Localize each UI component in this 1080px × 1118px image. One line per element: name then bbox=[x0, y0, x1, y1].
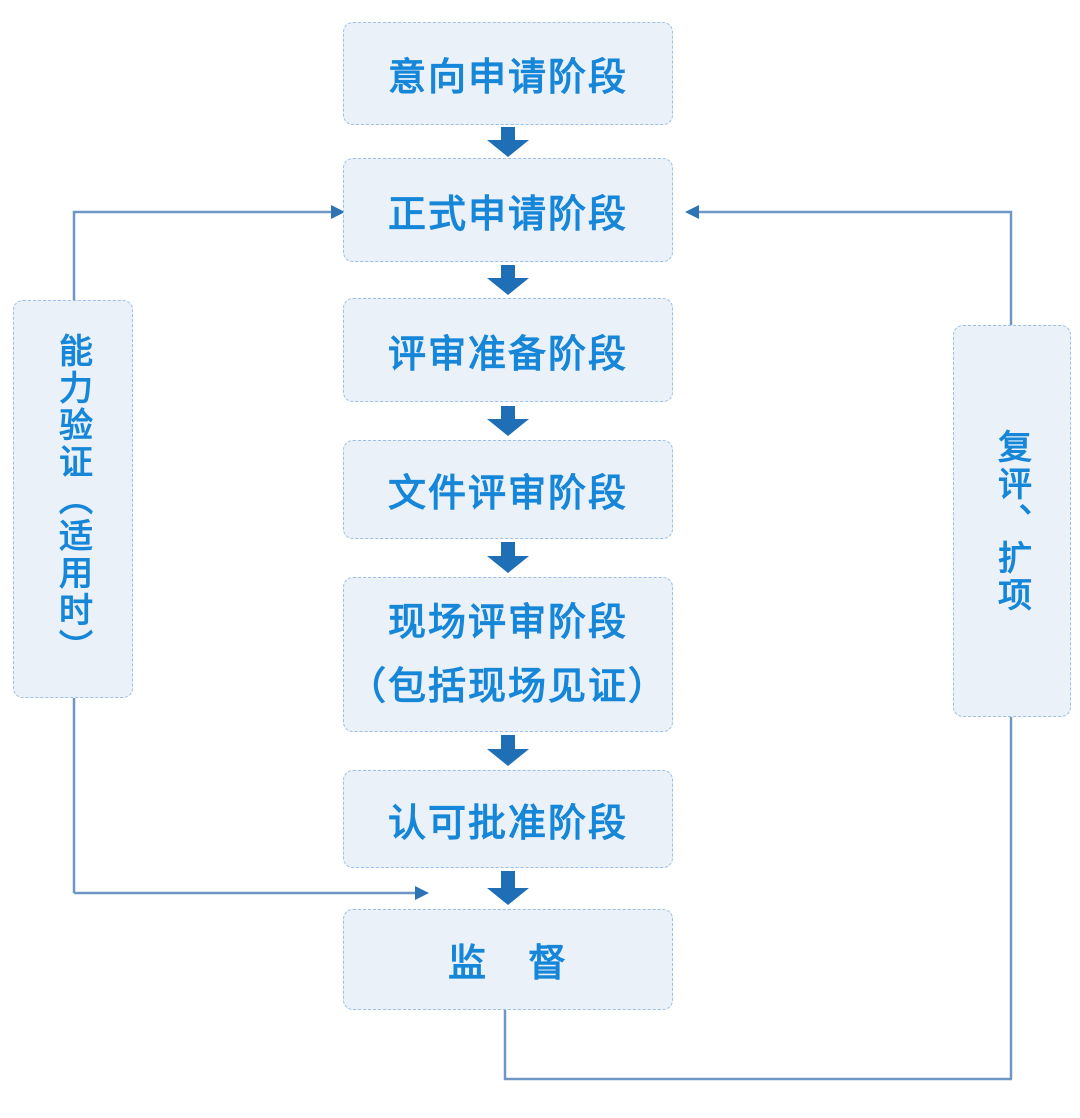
stage-accreditation-approval: 认可批准阶段 bbox=[343, 770, 673, 868]
stage-document-review: 文件评审阶段 bbox=[343, 440, 673, 539]
stage-formal-application: 正式申请阶段 bbox=[343, 158, 673, 262]
down-arrow-3 bbox=[487, 406, 529, 436]
stage-intent-application: 意向申请阶段 bbox=[343, 22, 673, 125]
arrowhead-into-formal-left bbox=[331, 205, 345, 219]
down-arrow-5 bbox=[487, 735, 529, 766]
panel-proficiency-testing: 能力验证（适用时） bbox=[13, 300, 133, 698]
stage-label: 现场评审阶段 bbox=[387, 601, 628, 644]
stage-review-preparation: 评审准备阶段 bbox=[343, 298, 673, 402]
panel-label: 能力验证（适用时） bbox=[53, 332, 92, 666]
stage-label: 文件评审阶段 bbox=[387, 473, 628, 515]
down-arrow-4 bbox=[487, 542, 529, 573]
down-arrow-6 bbox=[487, 871, 529, 905]
down-arrow-1 bbox=[487, 127, 529, 157]
down-arrow-2 bbox=[487, 265, 529, 295]
stage-label: 意向申请阶段 bbox=[387, 57, 628, 99]
stage-onsite-review: 现场评审阶段 （包括现场见证） bbox=[343, 577, 673, 732]
stage-label: 认可批准阶段 bbox=[387, 802, 628, 845]
stage-label: 正式申请阶段 bbox=[387, 193, 628, 236]
arrowhead-into-supervision-flow bbox=[415, 886, 429, 900]
panel-label: 复评、扩项 bbox=[992, 428, 1031, 614]
stage-sublabel: （包括现场见证） bbox=[347, 665, 668, 708]
stage-label: 监 督 bbox=[447, 943, 568, 985]
connector-supervision-to-right bbox=[503, 1010, 1012, 1081]
connector-right-loop bbox=[698, 210, 1013, 1079]
arrowhead-into-formal-right bbox=[685, 205, 699, 219]
stage-supervision: 监 督 bbox=[343, 909, 673, 1010]
panel-reassessment-extension: 复评、扩项 bbox=[953, 325, 1071, 717]
stage-label: 评审准备阶段 bbox=[387, 333, 628, 376]
